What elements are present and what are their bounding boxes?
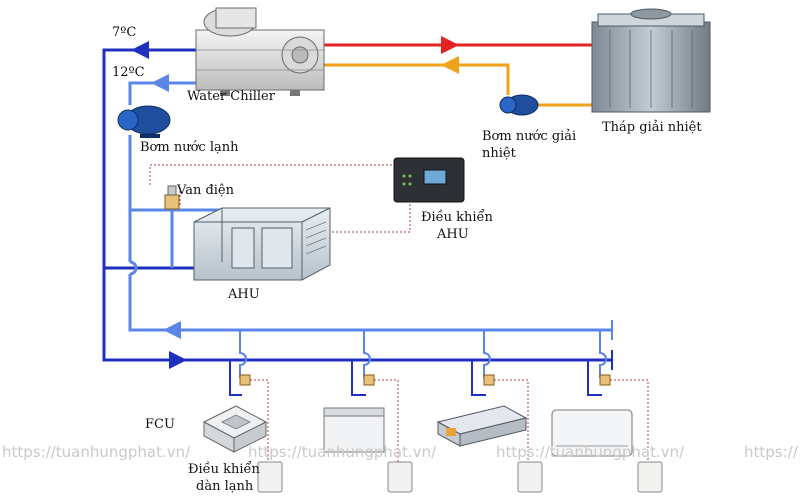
- ducted-fcu-icon: [436, 405, 528, 447]
- cassette-fcu-icon: [202, 405, 268, 453]
- fcu-valve-icons: [239, 374, 611, 386]
- floor-standing-fcu-icon: [323, 407, 385, 453]
- ahu-controller-icon: [393, 157, 465, 203]
- watermark-1: https://tuanhungphat.vn/: [2, 443, 191, 461]
- return-temp-label: 12ºC: [112, 65, 145, 80]
- fcu-controller-label-1: Điều khiển: [188, 461, 261, 477]
- cooling-tower-label: Tháp giải nhiệt: [602, 120, 702, 135]
- watermark-3: https://tuanhungphat.vn/: [496, 443, 685, 461]
- ahu-controller-label-1: Điều khiển: [421, 209, 494, 225]
- chilled-pump-label: Bơm nước lạnh: [140, 140, 239, 155]
- water-chiller-label: Water Chiller: [187, 89, 276, 104]
- chilled-water-pump-icon: [117, 105, 171, 138]
- cooling-pump-label-2: nhiệt: [482, 146, 517, 161]
- fcu-controller-label-2: dàn lạnh: [196, 479, 254, 494]
- supply-temp-label: 7ºC: [112, 25, 136, 40]
- ahu-unit-icon: [193, 207, 331, 281]
- electric-valve-label: Van điện: [176, 183, 235, 198]
- fcu-label: FCU: [145, 417, 175, 432]
- ahu-label: AHU: [227, 287, 260, 302]
- thermostat-icons: [257, 461, 663, 493]
- watermark-4: https://: [744, 443, 799, 461]
- watermark-2: https://tuanhungphat.vn/: [248, 443, 437, 461]
- condenser-cool-pipe: [320, 56, 600, 107]
- valve-icon: [164, 185, 180, 210]
- ahu-controller-label-2: AHU: [436, 227, 469, 242]
- fcu-branch-pipes: [229, 330, 607, 396]
- water-chiller-icon: [195, 7, 325, 96]
- cooling-tower-icon: [591, 8, 711, 113]
- chilled-water-return-pipe: [128, 74, 612, 339]
- ceiling-fcu-icon: [551, 409, 633, 457]
- cooling-water-pump-icon: [499, 94, 539, 116]
- cooling-pump-label-1: Bơm nước giải: [482, 129, 576, 144]
